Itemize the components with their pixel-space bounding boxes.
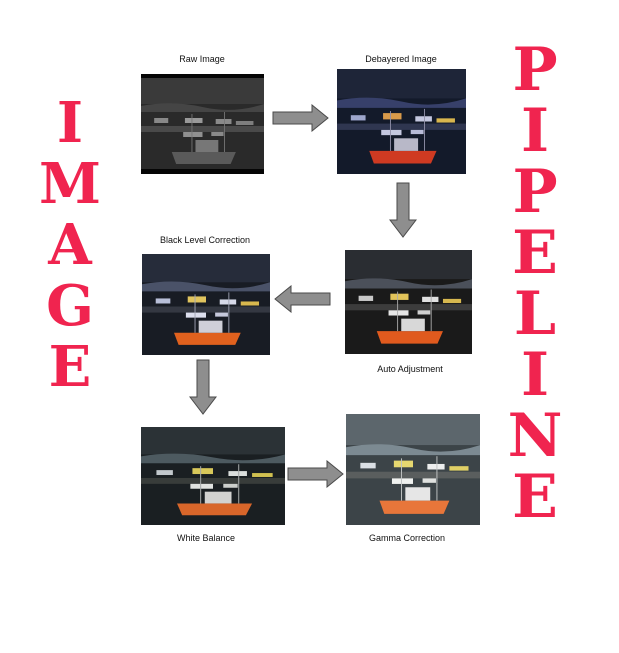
right-letter: I xyxy=(520,340,550,410)
right-letter: E xyxy=(512,462,558,532)
left-letter: G xyxy=(46,273,94,339)
label-debayered-image: Debayered Image xyxy=(365,54,437,64)
right-letter: E xyxy=(512,218,558,288)
right-letter: P xyxy=(512,157,558,227)
right-letter: I xyxy=(520,96,550,166)
label-gamma-correction: Gamma Correction xyxy=(368,533,446,543)
arrow-left-1 xyxy=(274,285,331,313)
right-title-pipeline: P I P E L I N E xyxy=(490,40,580,528)
right-letter: P xyxy=(512,35,558,105)
gamma-correction-image xyxy=(346,414,480,525)
arrow-down-2 xyxy=(189,359,217,415)
label-white-balance: White Balance xyxy=(176,533,236,543)
left-letter: M xyxy=(39,151,101,217)
auto-adjustment-image xyxy=(345,250,472,354)
debayered-image xyxy=(337,69,466,174)
label-black-level-correction: Black Level Correction xyxy=(159,235,251,245)
arrow-right-2 xyxy=(287,460,344,488)
left-title-image: I M A G E xyxy=(30,95,110,400)
left-letter: I xyxy=(56,90,84,156)
right-letter: L xyxy=(513,279,557,349)
black-level-correction-image xyxy=(142,254,270,355)
white-balance-image xyxy=(141,427,285,525)
label-raw-image: Raw Image xyxy=(179,54,225,64)
label-auto-adjustment: Auto Adjustment xyxy=(377,364,443,374)
arrow-right-1 xyxy=(272,104,329,132)
raw-image xyxy=(141,74,264,174)
arrow-down-1 xyxy=(389,182,417,238)
right-letter: N xyxy=(507,401,563,471)
left-letter: A xyxy=(48,212,92,278)
left-letter: E xyxy=(48,334,92,400)
